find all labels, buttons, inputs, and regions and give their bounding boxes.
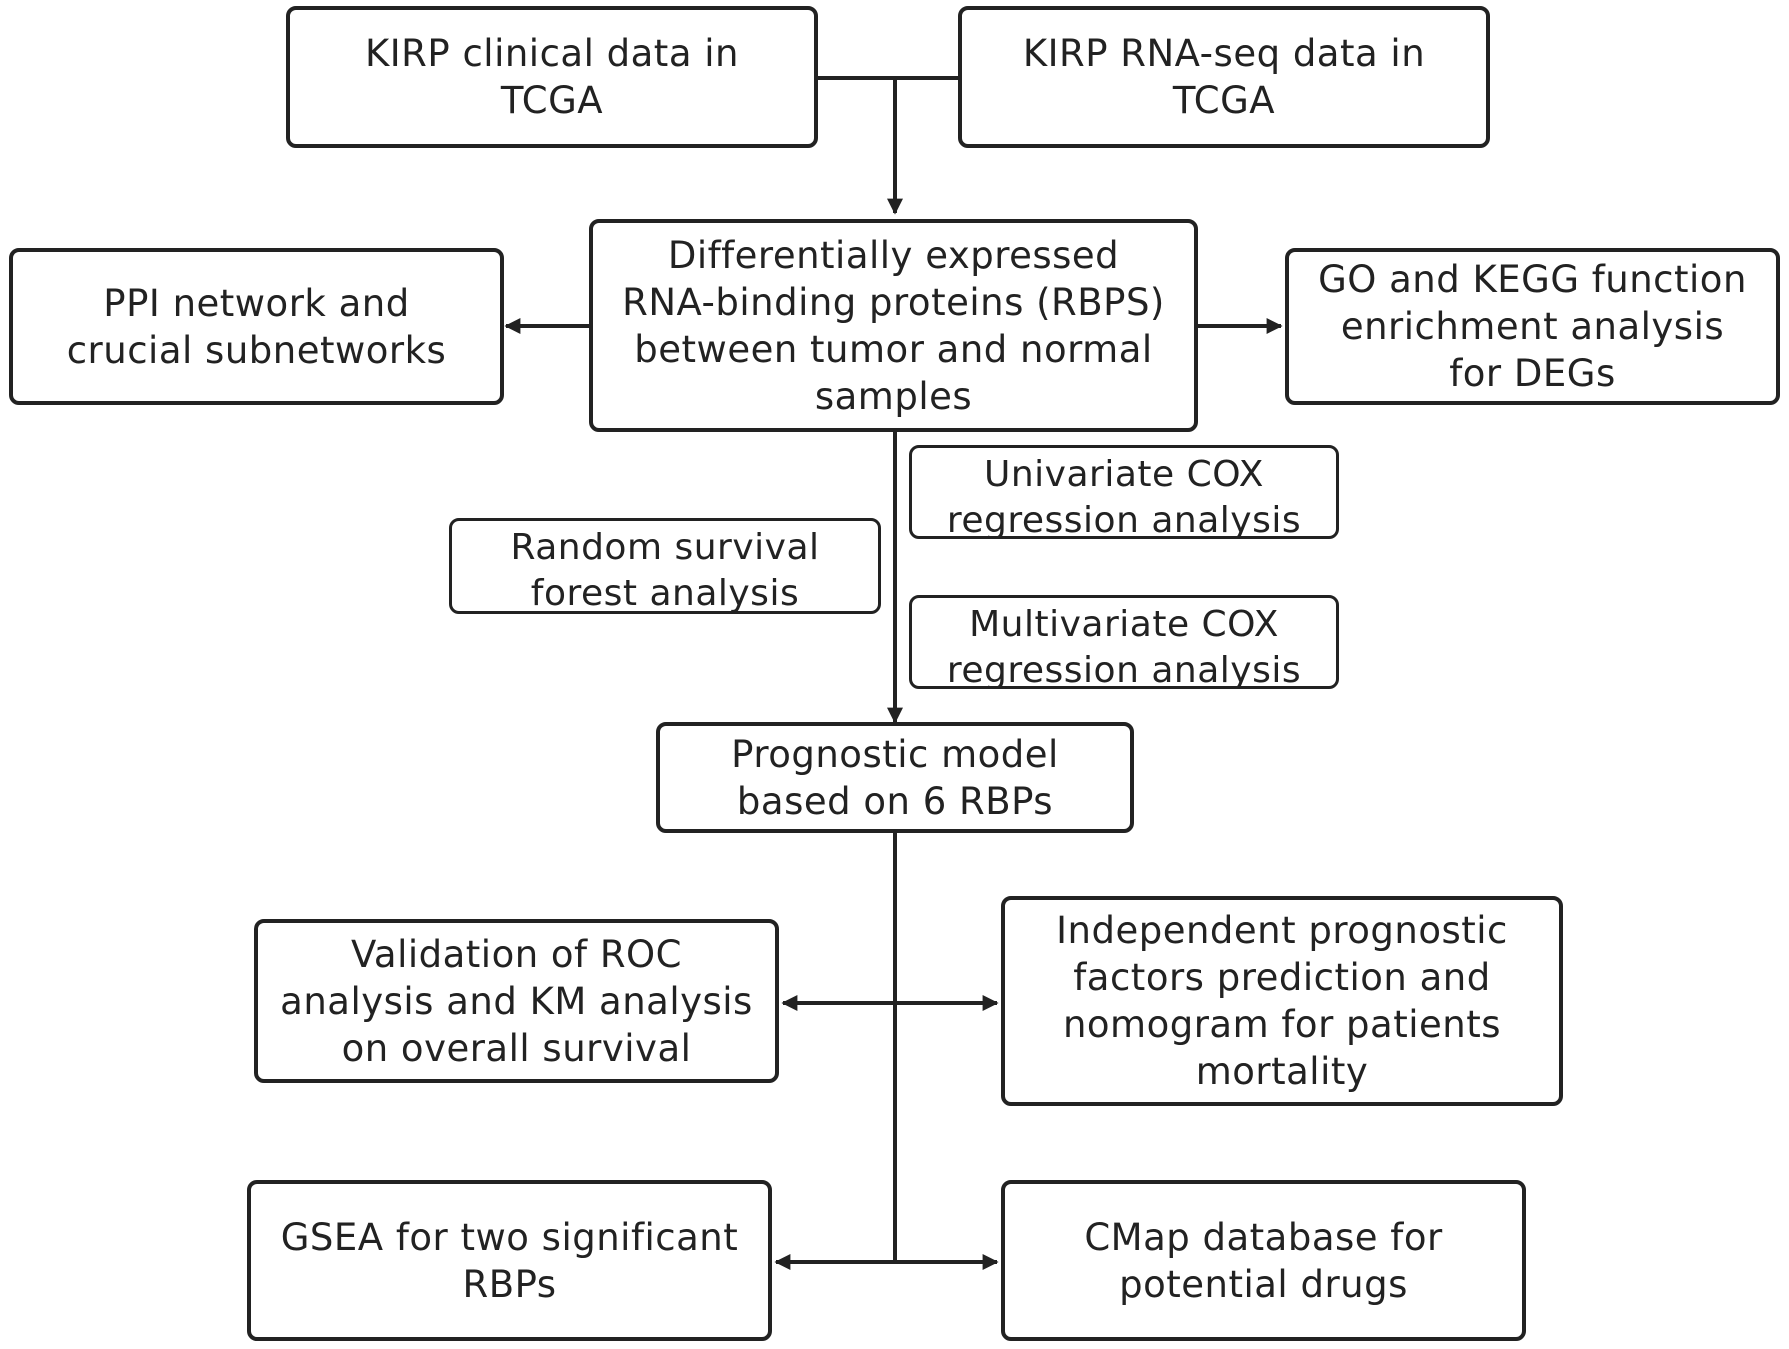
label-roc-km-validation: Validation of ROC analysis and KM analys… (280, 932, 753, 1070)
box-kirp-rnaseq-data: KIRP RNA-seq data in TCGA (958, 6, 1490, 148)
box-ppi-network: PPI network and crucial subnetworks (9, 248, 504, 405)
box-go-kegg-enrichment: GO and KEGG function enrichment analysis… (1285, 248, 1780, 405)
box-multivariate-cox: Multivariate COX regression analysis (909, 595, 1339, 689)
label-kirp-rnaseq-data: KIRP RNA-seq data in TCGA (1022, 32, 1426, 122)
label-random-survival-forest: Random survival forest analysis (510, 527, 820, 614)
label-differentially-expressed-rbps: Differentially expressed RNA-binding pro… (622, 233, 1165, 418)
label-cmap-database: CMap database for potential drugs (1084, 1215, 1443, 1306)
label-kirp-clinical-data: KIRP clinical data in TCGA (365, 32, 739, 122)
box-gsea: GSEA for two significant RBPs (247, 1180, 772, 1341)
box-cmap-database: CMap database for potential drugs (1001, 1180, 1526, 1341)
label-univariate-cox: Univariate COX regression analysis (946, 454, 1302, 539)
box-kirp-clinical-data: KIRP clinical data in TCGA (286, 6, 818, 148)
label-ppi-network: PPI network and crucial subnetworks (66, 281, 447, 372)
box-prognostic-model: Prognostic model based on 6 RBPs (656, 722, 1134, 833)
box-random-survival-forest: Random survival forest analysis (449, 518, 881, 614)
label-go-kegg-enrichment: GO and KEGG function enrichment analysis… (1318, 258, 1747, 395)
label-prognostic-model: Prognostic model based on 6 RBPs (731, 732, 1059, 823)
box-univariate-cox: Univariate COX regression analysis (909, 445, 1339, 539)
box-independent-prognostic-factors: Independent prognostic factors predictio… (1001, 896, 1563, 1106)
label-gsea: GSEA for two significant RBPs (280, 1215, 739, 1306)
box-roc-km-validation: Validation of ROC analysis and KM analys… (254, 919, 779, 1083)
label-independent-prognostic-factors: Independent prognostic factors predictio… (1056, 909, 1508, 1093)
box-differentially-expressed-rbps: Differentially expressed RNA-binding pro… (589, 219, 1198, 432)
label-multivariate-cox: Multivariate COX regression analysis (946, 604, 1302, 689)
